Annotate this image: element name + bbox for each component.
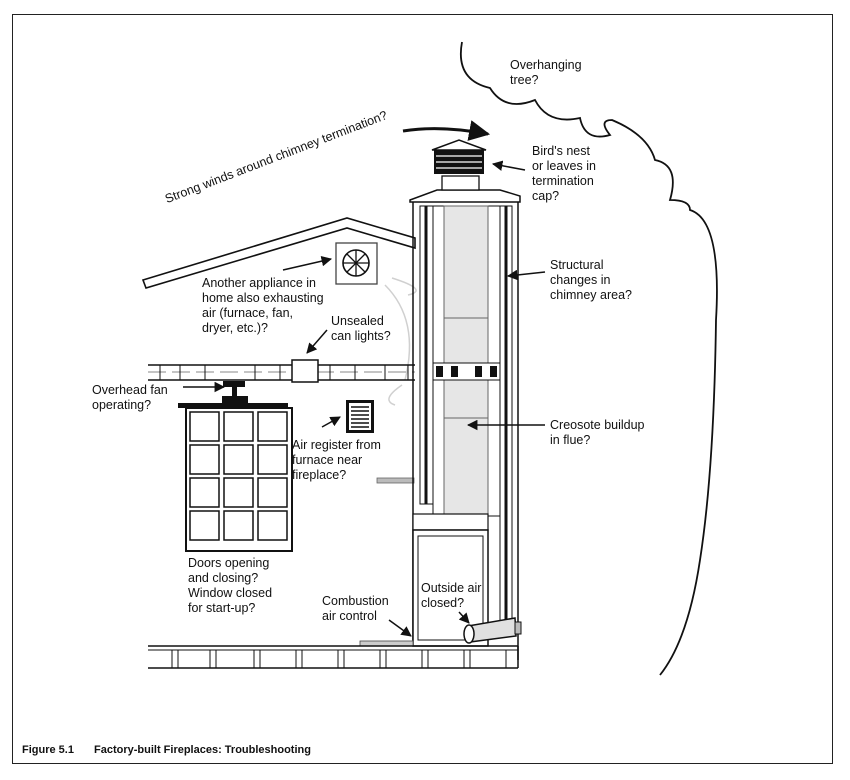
unsealed-can-lights-label: Unsealed can lights? — [331, 314, 391, 343]
figure-caption: Figure 5.1 Factory-built Fireplaces: Trou… — [22, 744, 311, 756]
outside-air-label: Outside air closed? — [421, 581, 482, 610]
birds-nest-label: Bird's nest or leaves in termination cap… — [532, 144, 596, 203]
doors-window-label: Doors opening and closing? Window closed… — [188, 556, 273, 615]
overhead-fan — [178, 381, 288, 408]
window — [185, 407, 293, 552]
structural-changes-label: Structural changes in chimney area? — [550, 258, 632, 302]
combustion-air-control-label: Combustion air control — [322, 594, 389, 623]
figure-number: Figure 5.1 — [22, 744, 74, 756]
roof — [141, 217, 416, 289]
tree-canopy-outline — [460, 41, 718, 676]
wall-shelf — [376, 477, 415, 484]
air-register-label: Air register from furnace near fireplace… — [292, 438, 381, 482]
overhead-fan-label: Overhead fan operating? — [92, 383, 168, 412]
chimney-chase — [410, 199, 520, 660]
figure-frame — [12, 14, 833, 764]
can-light — [291, 359, 319, 383]
overhanging-tree-label: Overhanging tree? — [510, 58, 582, 87]
wind-arrow — [402, 120, 491, 141]
ceiling-joists — [148, 364, 415, 381]
creosote-buildup-label: Creosote buildup in flue? — [550, 418, 645, 447]
firebox — [412, 529, 489, 647]
outside-air-pipe — [463, 617, 522, 644]
figure-title: Factory-built Fireplaces: Troubleshootin… — [94, 744, 311, 756]
termination-cap — [409, 139, 521, 203]
another-appliance-label: Another appliance in home also exhaustin… — [202, 276, 324, 335]
wall-exhaust-fan — [335, 242, 378, 285]
air-register — [346, 400, 374, 433]
floor-joists — [148, 645, 519, 669]
callout-pointers — [183, 160, 546, 637]
